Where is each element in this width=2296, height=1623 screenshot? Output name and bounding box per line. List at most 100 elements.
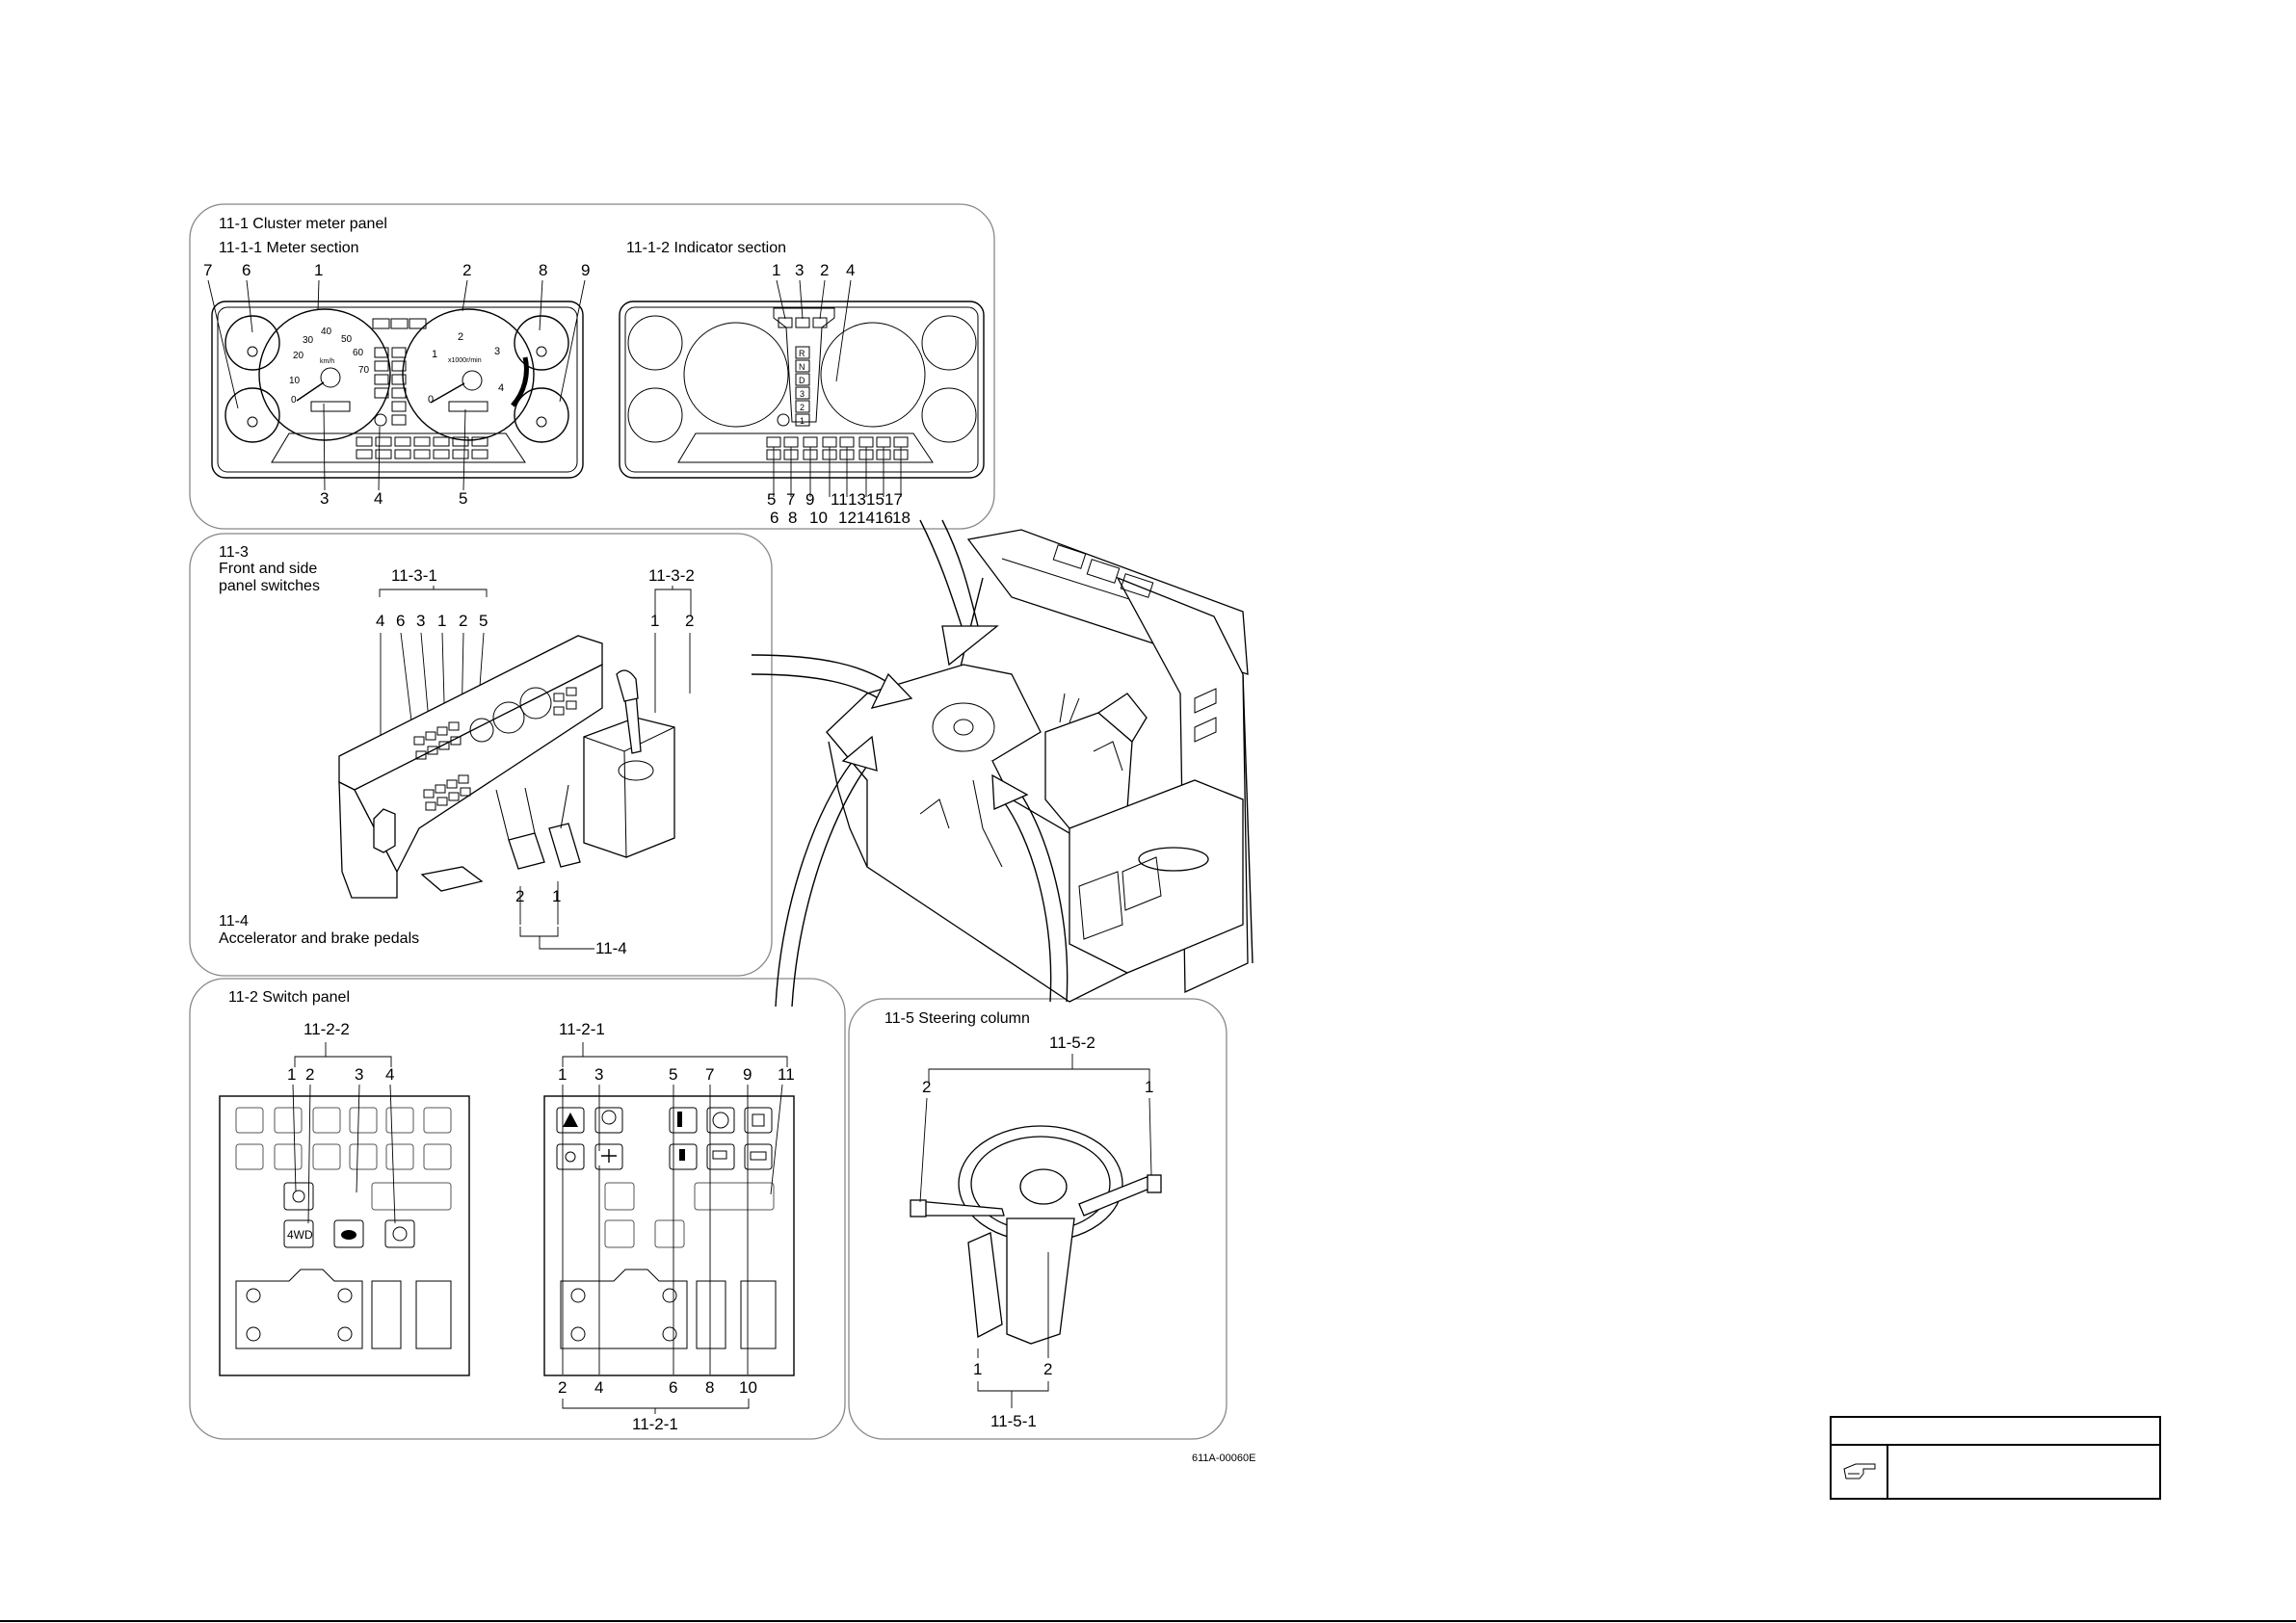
indicator-lamp-strip [677,432,934,463]
lift-lock-icon [752,1113,765,1127]
oil-gauge [514,315,569,371]
worklight-switch[interactable] [594,1107,623,1134]
seat-switch[interactable] [594,1143,623,1170]
note-box-frame [1830,1416,2161,1500]
steering-bottom-callout-1: 1 [973,1360,982,1378]
shift-knob [616,669,639,702]
meter-callout-3: 3 [320,489,329,508]
arrow-head-switch [841,735,878,772]
figure-code: 611A-00060E [1192,1453,1255,1464]
meter-housing [211,301,584,479]
pedal-callout-1: 1 [552,887,561,905]
indicator-blank-gauge-4 [921,387,977,443]
arrow-from-front [751,654,897,704]
meter-warning-column [372,318,427,426]
cab-seat-back [1096,693,1148,743]
arrow-to-steering [1001,791,1069,1003]
ok-switch[interactable] [706,1143,735,1170]
switch-4wd-button[interactable] [283,1219,314,1248]
meter-callout-9: 9 [581,261,590,279]
indicator-knob [777,413,790,427]
pedal-group-label: 11-4 [595,939,627,957]
front-panel-border [189,533,773,977]
tacho-tick-2: 2 [458,331,463,343]
indicator-callout-1: 1 [772,261,780,279]
switch-turtle-button[interactable] [333,1219,364,1248]
indicator-bottom-callouts-row2: 6 8 10 12 14 16 18 [770,509,910,527]
cluster-meter-panel-section: 11-1 Cluster meter panel 11-1-1 Meter se… [189,203,995,530]
seatbelt-switch[interactable] [669,1107,698,1134]
cab-panel-cover [1078,871,1123,940]
front-callout-6: 6 [396,612,405,630]
display-switch[interactable] [744,1143,773,1170]
light-switch[interactable] [556,1143,585,1170]
tachometer-redzone [511,356,529,407]
cab-cylinder [1138,847,1209,872]
pedals-title: Accelerator and brake pedals [219,930,419,947]
dashboard-illustration [338,635,675,899]
temp-gauge [224,387,280,443]
front-callout-2: 2 [459,612,467,630]
tacho-tick-1: 1 [432,349,437,360]
switch-right-callout-1: 1 [558,1065,567,1084]
indicator-blank-gauge-1 [627,315,683,371]
cab-rear-vents [1194,688,1217,743]
arrow-to-switch [775,760,868,1008]
switch-panel-left [219,1095,470,1376]
air-gauge [514,387,569,443]
steering-wheel-illustration [910,1125,1162,1345]
indicator-blank-gauge-3 [921,315,977,371]
odometer-display [310,401,351,412]
meter-callout-8: 8 [539,261,547,279]
front-callout-5: 5 [479,612,488,630]
front-title-line1: Front and side [219,561,317,577]
front-group1-bracket [379,586,488,597]
indicator-bottom-callouts-row1: 5 7 9 11 13 15 17 [767,490,903,509]
indicator-callout-13: 13 [848,490,866,509]
switch-right-callout-6: 6 [669,1378,677,1397]
steering-leader-lines [919,1097,1152,1358]
steering-hub [1019,1168,1068,1205]
meter-callout-5: 5 [459,489,467,508]
cab-windshield-panels [1052,544,1154,598]
switch-bottom-group: 11-2-1 [632,1415,678,1433]
switch-group-left: 11-2-2 [303,1020,350,1038]
switch-right-callout-5: 5 [669,1065,677,1084]
shift-boot [618,760,654,781]
switch-right-callout-11: 11 [778,1065,795,1084]
steering-icon [712,1112,729,1129]
indicator-callout-14: 14 [857,509,875,527]
indicator-callout-15: 15 [866,490,884,509]
shift-console [583,717,675,858]
column-cover [967,1232,1003,1339]
lift-lock-switch[interactable] [744,1107,773,1134]
parking-switch[interactable] [669,1143,698,1170]
switch-right-callout-8: 8 [705,1378,714,1397]
seat-icon [601,1149,617,1163]
front-callout-lever-2: 2 [685,612,694,630]
steering-warning-switch[interactable] [706,1107,735,1134]
pedal-arms [495,784,569,841]
switch-panel-section: 11-2 Switch panel 11-2-2 11-2-1 1 2 3 4 … [189,978,846,1440]
indicator-callout-5: 5 [767,490,776,509]
speedometer-hub [320,367,341,388]
indicator-leader-lines [773,279,902,497]
switch-left-1-button[interactable] [283,1182,314,1211]
speedo-tick-20: 20 [293,351,304,361]
switch-lock-button[interactable] [384,1219,415,1248]
page-bottom-rule [0,1620,2296,1622]
cab-lever [1093,741,1123,772]
indicator-blank-gauge-2 [627,387,683,443]
hazard-switch[interactable] [556,1107,585,1134]
right-stalk-knob [1147,1174,1162,1193]
gear-R: R [799,349,805,358]
dash-switch-grid [413,687,577,811]
cluster-panel-border [189,203,995,530]
display-icon [750,1151,767,1161]
switch-left-1-icon [292,1190,305,1203]
cab-pedals [919,798,950,829]
hazard-icon [563,1113,578,1127]
pedal-callout-2: 2 [515,887,524,905]
meter-lamp-strip [271,432,526,463]
meter-callout-2: 2 [462,261,471,279]
